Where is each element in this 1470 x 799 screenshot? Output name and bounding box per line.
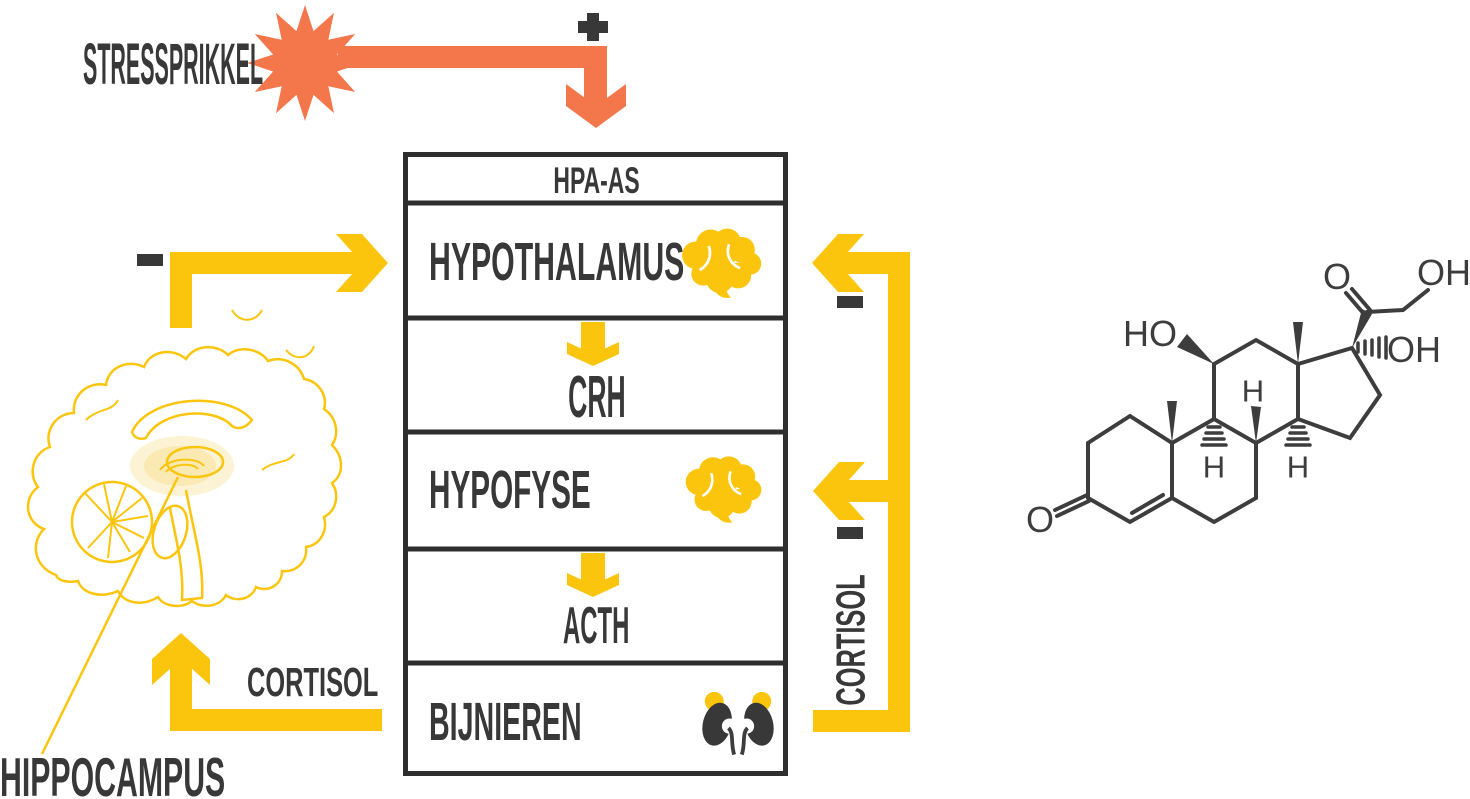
starburst-icon [247,5,363,121]
atom-label-h-c8: H [1241,373,1265,409]
cortisol-to-hippocampus-arrow [152,633,382,731]
hpa-title: HPA-AS [553,160,640,201]
atom-label-h-c9: H [1202,449,1226,485]
plus-sign: + [578,13,608,41]
acth-down-arrow [567,553,619,597]
atom-label-o-ketone: O [1025,499,1055,540]
atom-label-ho-c11: HO [1123,313,1177,354]
hippocampus-to-hypothalamus-arrow [170,234,388,328]
acth-label: ACTH [563,597,630,655]
crh-label: CRH [567,364,626,430]
hypothalamus-label: HYPOTHALAMUS [429,232,685,292]
cortisol-molecule [1053,287,1430,525]
stressprikkel-label: STRESSPRIKKEL [83,32,264,97]
hippocampus-pointer-line [40,476,180,755]
cortisol-label-left: CORTISOL [247,659,379,705]
stress-arrow [338,46,626,128]
atom-label-oh-c17: OH [1387,329,1441,370]
hippocampus-label: HIPPOCAMPUS [0,746,226,799]
brain-sagittal-illustration [26,309,343,755]
bijnieren-label: BIJNIEREN [429,692,582,752]
minus-sign-hypofyse: − [837,527,863,539]
minus-sign-hippocampus: − [137,254,163,266]
atom-label-h-c14: H [1286,449,1310,485]
atom-label-oh-c21: OH [1417,252,1470,293]
minus-sign-hypothalamus: − [837,296,863,308]
crh-down-arrow [567,322,619,366]
cortisol-label-right: CORTISOL [827,574,874,706]
cortisol-feedback-right-arrow [812,234,910,732]
atom-label-o-c20: O [1322,256,1352,297]
hypofyse-label: HYPOFYSE [429,460,591,520]
